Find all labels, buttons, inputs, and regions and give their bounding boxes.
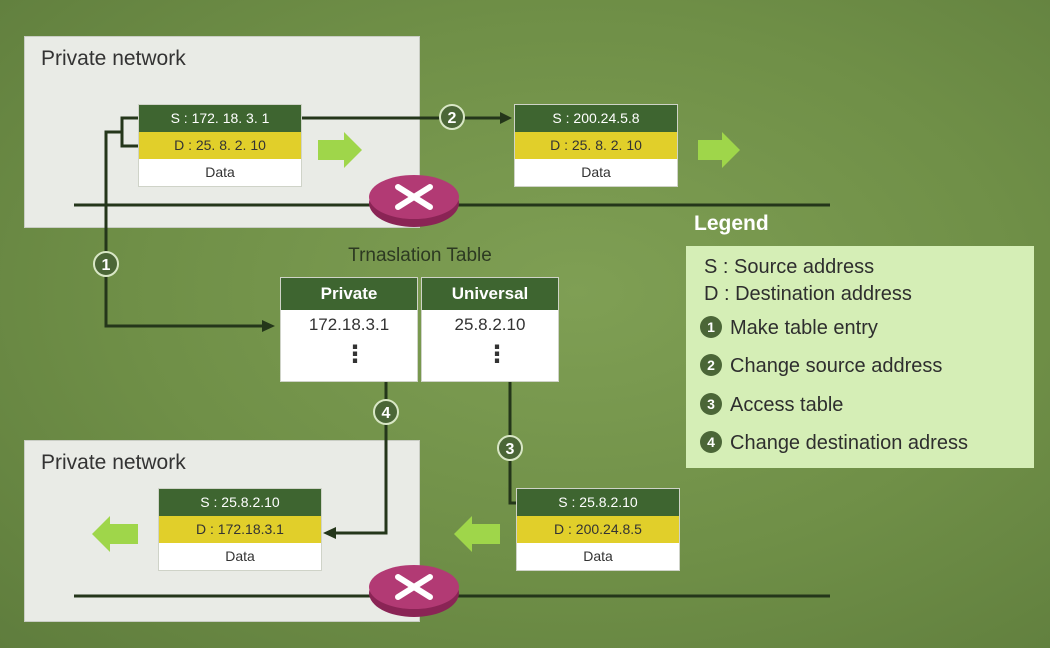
- green-arrow-icon: [454, 516, 500, 552]
- step-3-badge: 3: [497, 435, 523, 461]
- router-x-icon: [369, 565, 459, 617]
- legend-box: S : Source address D : Destination addre…: [686, 246, 1034, 468]
- destination-address: D : 200.24.8.5: [517, 516, 679, 543]
- packet-data: Data: [515, 159, 677, 186]
- green-arrow-icon: [318, 132, 362, 168]
- packet-data: Data: [139, 159, 301, 186]
- step-1-badge: 1: [93, 251, 119, 277]
- step-4-badge: 4: [373, 399, 399, 425]
- source-address: S : 172. 18. 3. 1: [139, 105, 301, 132]
- source-address: S : 25.8.2.10: [517, 489, 679, 516]
- arrowhead: [500, 112, 512, 124]
- step-3-icon: 3: [700, 393, 722, 415]
- network-title: Private network: [41, 47, 186, 70]
- translation-table-title: Trnaslation Table: [348, 245, 492, 266]
- step-2-badge: 2: [439, 104, 465, 130]
- source-address: S : 200.24.5.8: [515, 105, 677, 132]
- green-arrow-icon: [698, 132, 740, 168]
- router-x-icon: [369, 175, 459, 227]
- step-4-icon: 4: [700, 431, 722, 453]
- step-1-icon: 1: [700, 316, 722, 338]
- destination-address: D : 25. 8. 2. 10: [515, 132, 677, 159]
- arrowhead: [262, 320, 275, 332]
- table-column-private: Private 172.18.3.1 ⋮: [280, 277, 418, 382]
- packet-outgoing-original: S : 172. 18. 3. 1 D : 25. 8. 2. 10 Data: [138, 104, 302, 187]
- table-cell: 172.18.3.1: [308, 315, 390, 334]
- packet-incoming-translated: S : 25.8.2.10 D : 172.18.3.1 Data: [158, 488, 322, 571]
- source-address: S : 25.8.2.10: [159, 489, 321, 516]
- packet-outgoing-translated: S : 200.24.5.8 D : 25. 8. 2. 10 Data: [514, 104, 678, 187]
- svg-text:4: 4: [382, 405, 391, 422]
- column-header: Universal: [422, 278, 558, 310]
- continuation-dots: ⋮: [343, 341, 367, 368]
- legend-item: D : Destination address: [704, 283, 912, 305]
- step-2-icon: 2: [700, 354, 722, 376]
- packet-data: Data: [517, 543, 679, 570]
- legend-title: Legend: [694, 212, 769, 235]
- table-column-universal: Universal 25.8.2.10 ⋮: [421, 277, 559, 382]
- destination-address: D : 172.18.3.1: [159, 516, 321, 543]
- svg-text:2: 2: [448, 110, 457, 127]
- destination-address: D : 25. 8. 2. 10: [139, 132, 301, 159]
- green-arrow-icon: [92, 516, 138, 552]
- packet-incoming-original: S : 25.8.2.10 D : 200.24.8.5 Data: [516, 488, 680, 571]
- svg-text:1: 1: [102, 257, 111, 274]
- legend-item: S : Source address: [704, 256, 875, 278]
- arrowhead: [323, 527, 336, 539]
- packet-data: Data: [159, 543, 321, 570]
- network-title: Private network: [41, 451, 186, 474]
- continuation-dots: ⋮: [485, 341, 509, 368]
- private-network-bottom: Private network: [24, 440, 420, 622]
- column-header: Private: [281, 278, 417, 310]
- private-network-top: Private network: [24, 36, 420, 228]
- svg-text:3: 3: [506, 441, 515, 458]
- table-cell: 25.8.2.10: [454, 315, 526, 334]
